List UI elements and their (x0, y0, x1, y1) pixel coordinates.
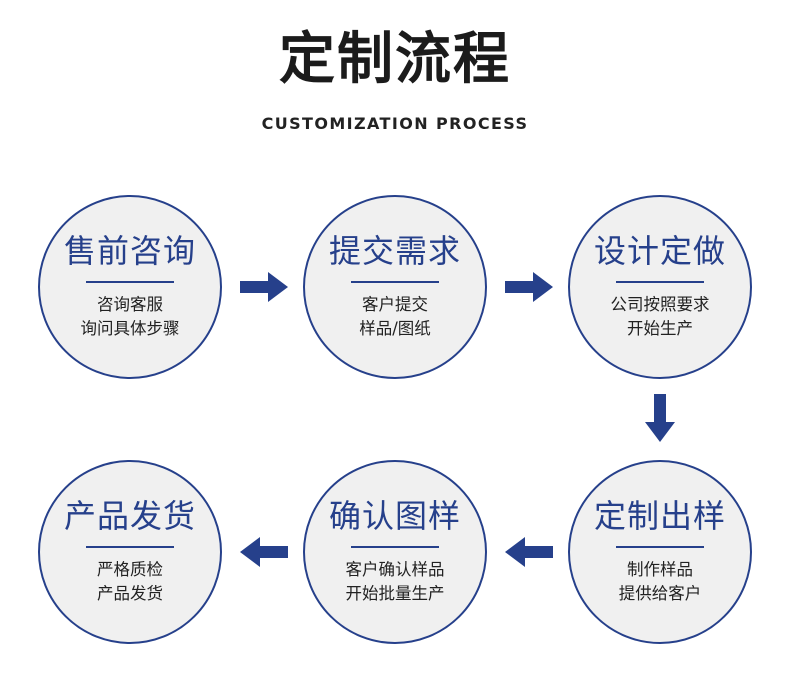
step-desc-line2: 开始批量生产 (345, 584, 445, 603)
step-title: 售前咨询 (63, 232, 196, 270)
step-confirm-sample: 确认图样 客户确认样品 开始批量生产 (303, 460, 487, 644)
step-title: 设计定做 (593, 232, 726, 270)
step-pre-sale-consult: 售前咨询 咨询客服 询问具体步骤 (38, 195, 222, 379)
step-desc-line2: 开始生产 (627, 319, 693, 338)
divider (351, 281, 439, 283)
step-desc-line1: 咨询客服 (97, 295, 163, 314)
step-design-custom: 设计定做 公司按照要求 开始生产 (568, 195, 752, 379)
step-desc-line1: 严格质检 (97, 560, 163, 579)
step-title: 产品发货 (63, 497, 196, 535)
step-desc-line1: 客户提交 (362, 295, 428, 314)
step-desc-line1: 客户确认样品 (345, 560, 445, 579)
step-desc-line1: 制作样品 (627, 560, 693, 579)
step-desc-line2: 提供给客户 (618, 584, 702, 603)
step-title: 确认图样 (328, 497, 461, 535)
left-arrow-icon (240, 537, 288, 567)
step-desc-line2: 询问具体步骤 (80, 319, 180, 338)
divider (86, 546, 174, 548)
step-desc-line2: 样品/图纸 (359, 319, 431, 338)
step-desc-line2: 产品发货 (97, 584, 163, 603)
left-arrow-icon (505, 537, 553, 567)
right-arrow-icon (505, 272, 553, 302)
divider (616, 281, 704, 283)
divider (616, 546, 704, 548)
step-make-sample: 定制出样 制作样品 提供给客户 (568, 460, 752, 644)
page-subtitle: CUSTOMIZATION PROCESS (261, 114, 529, 133)
step-title: 定制出样 (593, 497, 726, 535)
page-title: 定制流程 (279, 27, 511, 92)
step-product-shipping: 产品发货 严格质检 产品发货 (38, 460, 222, 644)
divider (351, 546, 439, 548)
step-title: 提交需求 (328, 232, 461, 270)
right-arrow-icon (240, 272, 288, 302)
step-submit-requirements: 提交需求 客户提交 样品/图纸 (303, 195, 487, 379)
down-arrow-icon (645, 394, 675, 442)
step-desc-line1: 公司按照要求 (610, 295, 710, 314)
divider (86, 281, 174, 283)
